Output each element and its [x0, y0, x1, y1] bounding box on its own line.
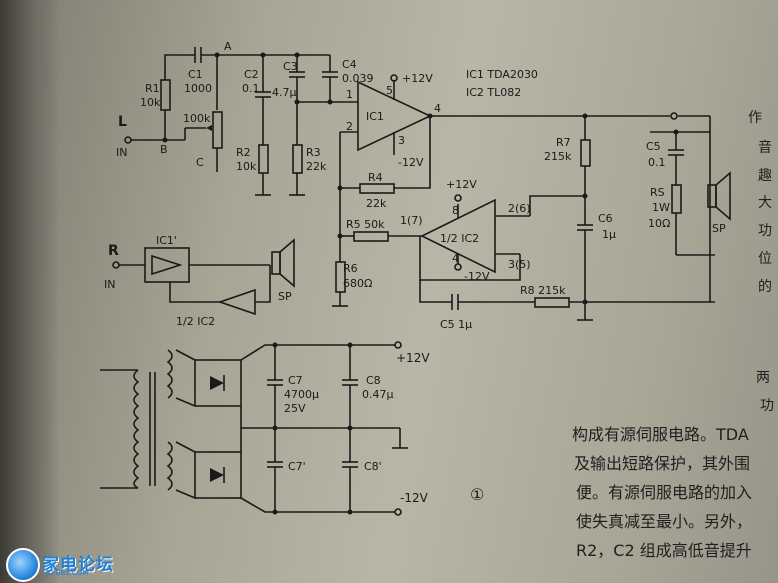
text-char: 两	[756, 370, 770, 386]
label-r2: R2	[236, 146, 251, 159]
label-r6-value: 680Ω	[343, 277, 372, 290]
label-c8-value: 0.47µ	[362, 388, 394, 401]
label-speaker-block: SP	[278, 290, 292, 303]
label-rs-power: 1W	[652, 201, 670, 214]
label-pot: 100k	[183, 112, 211, 125]
text-char: 的	[758, 279, 772, 295]
label-r1-value: 10k	[140, 96, 161, 109]
label-input-l: L	[118, 114, 127, 130]
label-cs: C5	[646, 140, 661, 153]
label-r4-value: 22k	[366, 197, 387, 210]
text-char: 趣	[758, 168, 772, 184]
book-binding	[0, 0, 60, 583]
label-pin4: 4	[434, 102, 441, 115]
label-plus12-supply: +12V	[396, 351, 430, 365]
input-network	[124, 47, 358, 196]
label-c5: C5 1µ	[440, 318, 472, 331]
component-labels: A B C R1 10k C1 1000 100k C2 0.1 C3 4.7µ…	[104, 40, 726, 505]
label-r1: R1	[145, 82, 160, 95]
watermark-name: 家电论坛	[42, 555, 114, 575]
text-line: 使失真减至最小。另外，	[576, 512, 752, 531]
label-plus12-ic1: +12V	[402, 72, 433, 85]
label-r4: R4	[368, 171, 383, 184]
label-rs-value: 10Ω	[648, 217, 670, 230]
label-node-c: C	[196, 156, 204, 169]
ic2-servo	[419, 113, 715, 321]
text-line: 构成有源伺服电路。TDA	[572, 425, 749, 444]
label-pin2: 2	[346, 120, 353, 133]
label-c1: C1	[188, 68, 203, 81]
text-char: 音	[758, 139, 772, 156]
label-ic1-type: IC1 TDA2030	[466, 68, 538, 81]
text-char: 作	[748, 110, 762, 126]
label-c3: C3	[283, 60, 298, 73]
text-char: 大	[758, 195, 772, 211]
text-line: 及输出短路保护，其外围	[574, 454, 750, 473]
output-stage	[650, 115, 731, 302]
label-node-a: A	[224, 40, 232, 53]
label-r6: R6	[343, 262, 358, 275]
label-r2-value: 10k	[236, 160, 257, 173]
label-pin4b: 4	[452, 252, 459, 265]
label-minus12-ic1: -12V	[398, 156, 424, 169]
power-supply	[100, 341, 408, 516]
label-c4-value: 0.039	[342, 72, 374, 85]
label-input-l-in: IN	[116, 146, 127, 159]
label-c2: C2	[244, 68, 259, 81]
label-ic1-prime: IC1'	[156, 234, 177, 247]
label-minus12-supply: -12V	[400, 491, 429, 505]
label-c6-value: 1µ	[602, 228, 616, 241]
label-rs: RS	[650, 186, 665, 199]
label-plus12-ic2: +12V	[446, 178, 477, 191]
label-c6: C6	[598, 212, 613, 225]
label-r8: R8 215k	[520, 284, 566, 297]
forum-logo-icon	[6, 548, 40, 582]
label-input-r-in: IN	[104, 278, 115, 291]
label-c4: C4	[342, 58, 357, 71]
label-r3: R3	[306, 146, 321, 159]
label-c7: C7	[288, 374, 303, 387]
label-speaker-main: SP	[712, 222, 726, 235]
label-pin1: 1	[346, 88, 353, 101]
label-pin26: 2(6)	[508, 202, 531, 215]
label-ic2-type: IC2 TL082	[466, 86, 521, 99]
label-minus12-ic2: -12V	[464, 270, 490, 283]
watermark: 家电论坛 JD-BBS.COM	[2, 546, 142, 582]
label-r7: R7	[556, 136, 571, 149]
text-line: R2，C2 组成高低音提升	[576, 541, 752, 560]
label-r5: R5 50k	[346, 218, 385, 231]
label-cs-value: 0.1	[648, 156, 666, 169]
label-c8: C8	[366, 374, 381, 387]
watermark-url: JD-BBS.COM	[46, 569, 89, 577]
label-r7-value: 215k	[544, 150, 572, 163]
article-text: 作 音 趣 大 功 位 的 两 功 构成有源伺服电路。TDA 及输出短路保护，其…	[572, 110, 774, 560]
label-pin5: 5	[386, 84, 393, 97]
label-c1-value: 1000	[184, 82, 212, 95]
label-c7-value: 4700µ	[284, 388, 319, 401]
label-c7-voltage: 25V	[284, 402, 306, 415]
label-c8-prime: C8'	[364, 460, 382, 473]
label-c2-value: 0.1	[242, 82, 260, 95]
label-ic2-half-block: 1/2 IC2	[176, 315, 215, 328]
label-r3-value: 22k	[306, 160, 327, 173]
label-c3-value: 4.7µ	[272, 86, 297, 99]
label-ic1: IC1	[366, 110, 384, 123]
label-pin3: 3	[398, 134, 405, 147]
text-char: 功	[760, 398, 774, 414]
block-diagram	[112, 238, 295, 316]
text-line: 便。有源伺服电路的加入	[576, 483, 752, 502]
text-char: 位	[758, 251, 772, 267]
figure-number: ①	[470, 485, 484, 504]
ic1-amplifier	[332, 74, 678, 307]
label-pin17: 1(7)	[400, 214, 423, 227]
text-char: 功	[758, 223, 772, 239]
label-pin8: 8	[452, 204, 459, 217]
label-node-b: B	[160, 143, 168, 156]
label-input-r: R	[108, 243, 119, 259]
label-c7-prime: C7'	[288, 460, 306, 473]
label-ic2-half: 1/2 IC2	[440, 232, 479, 245]
label-pin35: 3(5)	[508, 258, 531, 271]
